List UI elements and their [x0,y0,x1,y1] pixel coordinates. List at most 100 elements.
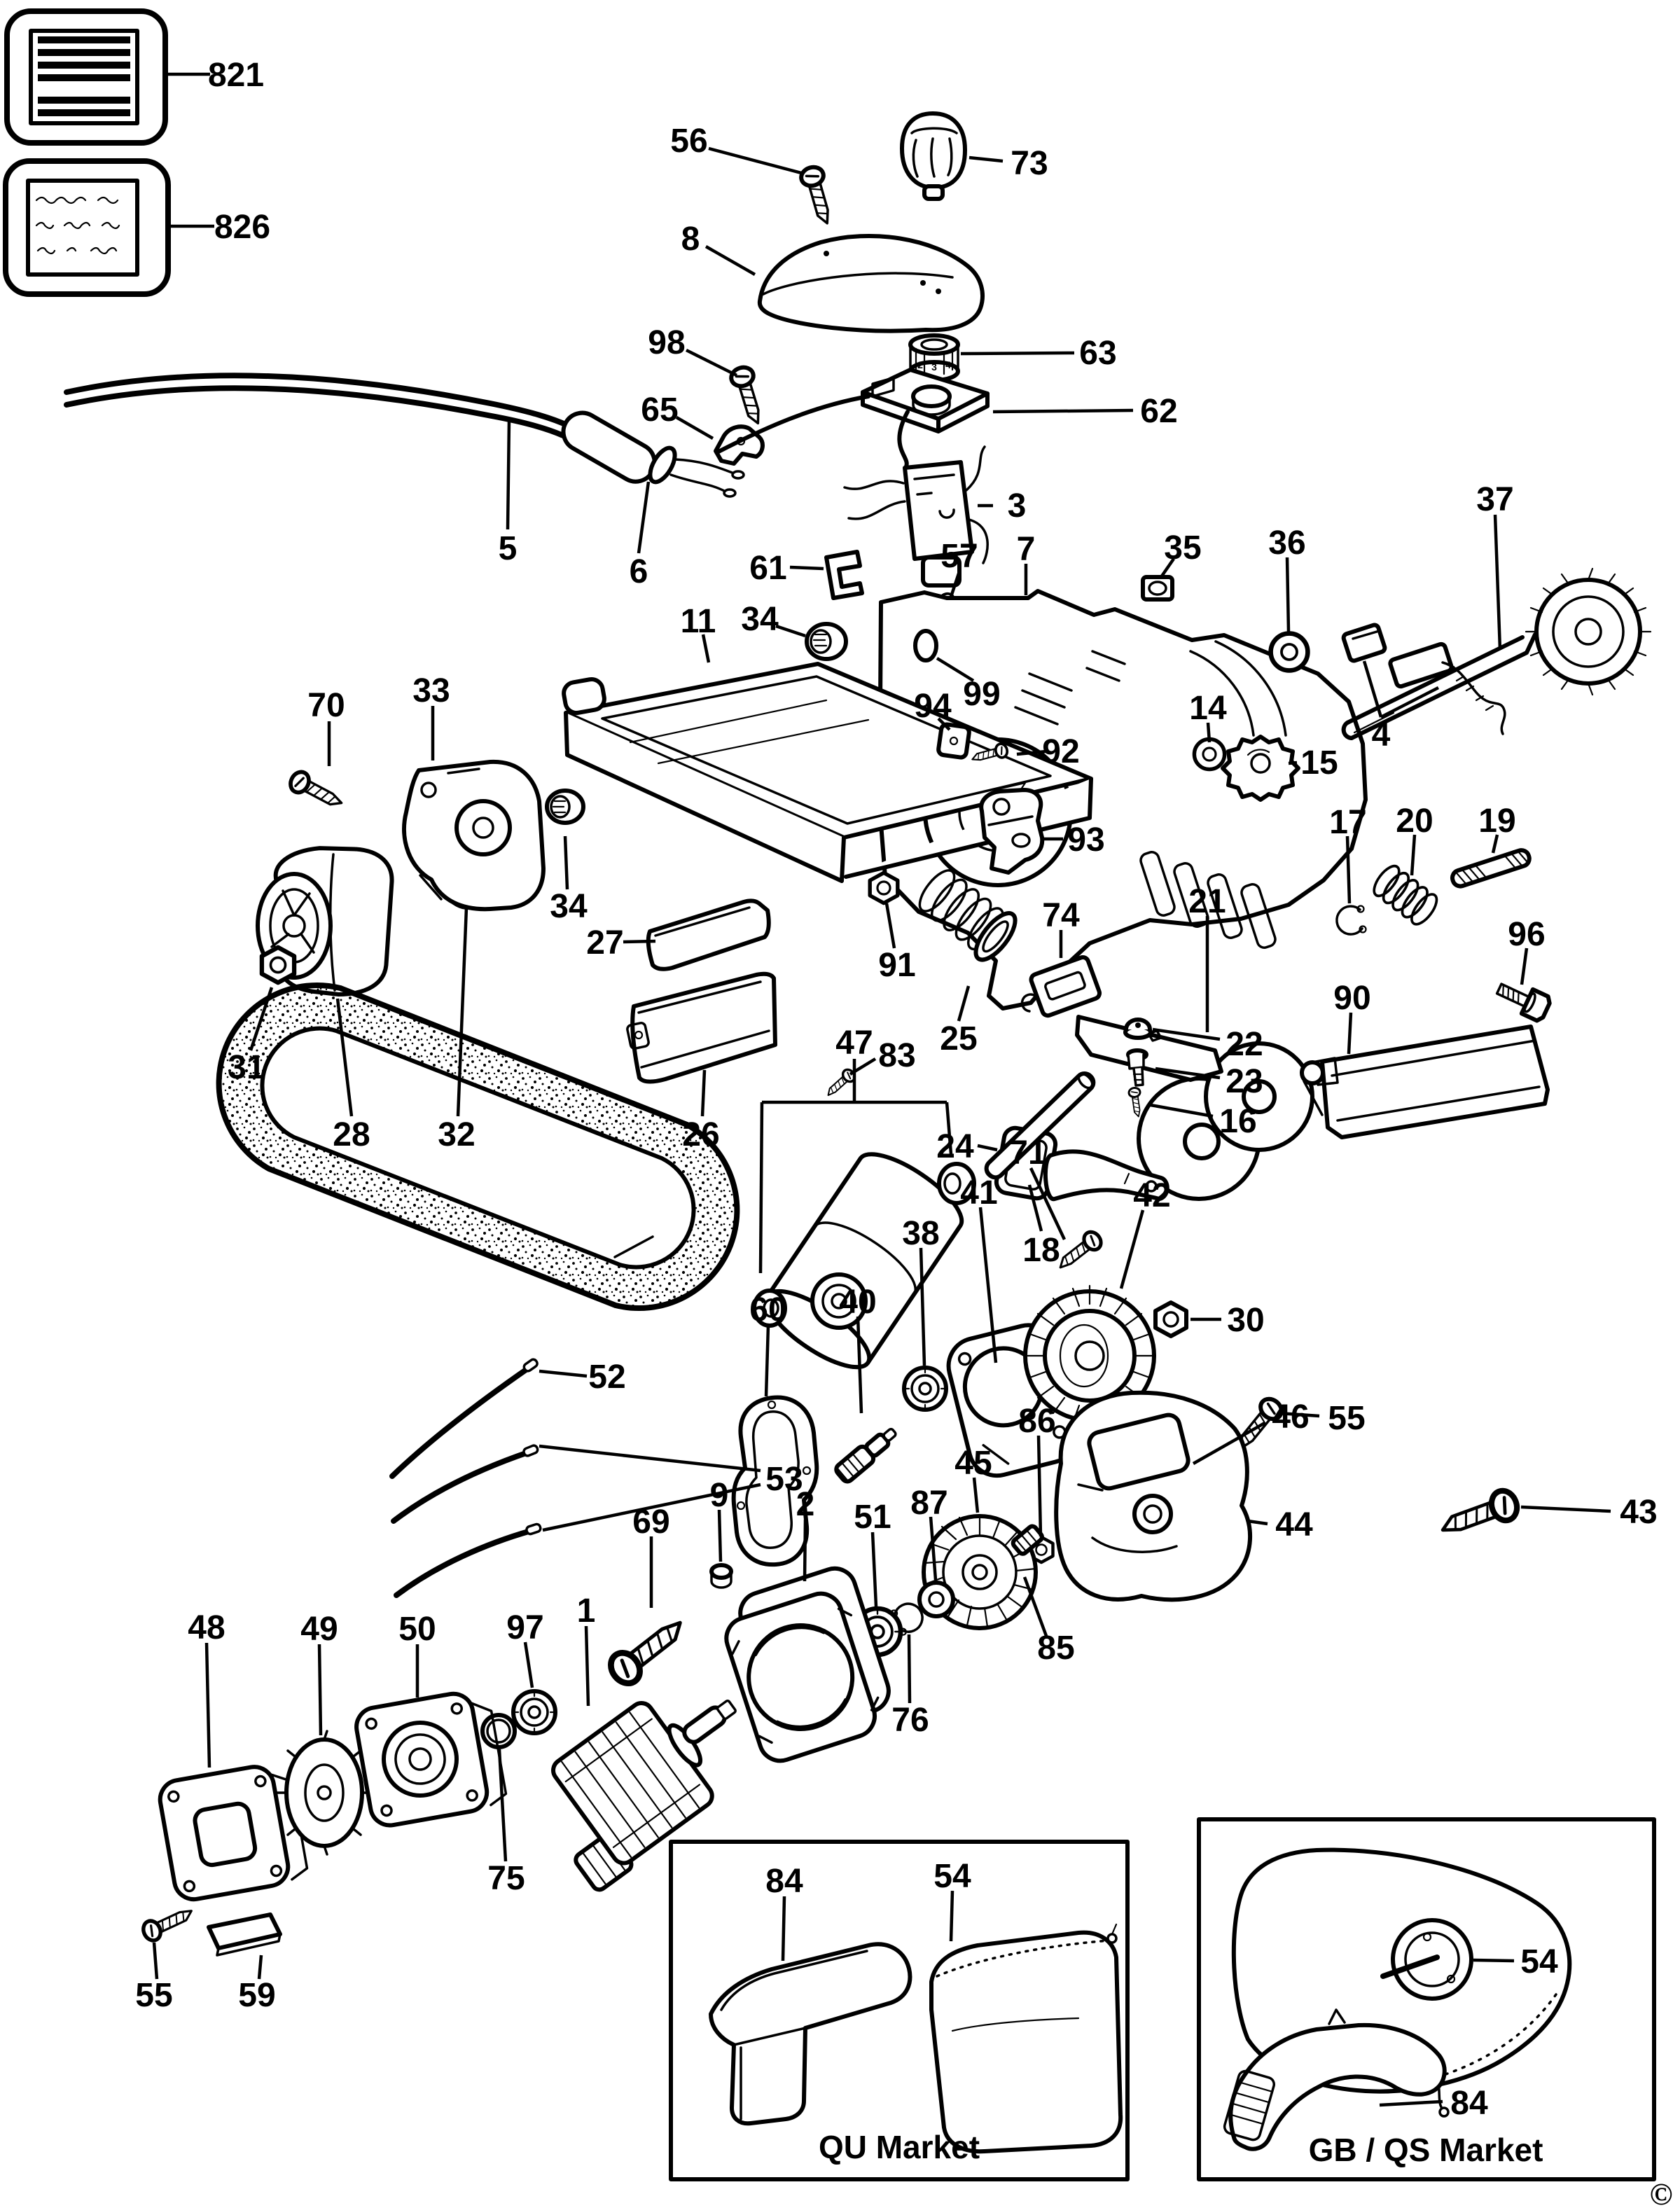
leader-line-61 [789,565,824,571]
cord-sleeve-6-art [561,410,745,498]
part-label-41: 41 [960,1174,997,1211]
part-label-90: 90 [1333,980,1370,1017]
leader-line-47 [945,1102,953,1155]
dial-number-2: 2 [917,359,923,370]
leader-line-96 [1520,947,1529,985]
bearing-38-art [904,1368,946,1410]
platen-27-art [646,898,771,971]
bolt-96-art [1495,983,1552,1023]
part-label-97: 97 [506,1609,543,1646]
leader-line-19 [1491,834,1499,854]
leader-line-73 [969,155,1004,163]
part-label-34: 34 [741,601,779,638]
part-label-59: 59 [238,1977,275,2014]
part-label-57: 57 [940,538,978,575]
leader-line-54 [949,1890,954,1942]
part-label-69: 69 [632,1504,669,1541]
power-cord-5-art [64,373,571,438]
elbow-84-gb-art [1223,2008,1447,2151]
part-label-55: 55 [1328,1400,1365,1437]
leader-line-25 [957,985,971,1022]
leader-line-53 [539,1444,761,1473]
base-frame-11-art [562,662,1093,883]
part-label-65: 65 [641,391,678,429]
part-label-44: 44 [1275,1506,1313,1543]
leader-line-22 [1152,1027,1221,1041]
part-label-43: 43 [1620,1494,1657,1531]
part-label-26: 26 [682,1116,719,1153]
part-label-56: 56 [670,123,707,160]
leader-line-46 [1192,1422,1266,1465]
part-label-8: 8 [681,221,700,258]
part-label-96: 96 [1508,916,1545,953]
part-label-50: 50 [398,1611,436,1648]
leader-line-84 [1379,2099,1443,2107]
part-label-34: 34 [550,888,588,925]
dial-number-4: 4 [945,359,951,370]
part-label-17: 17 [1329,804,1366,841]
leader-line-60 [764,1324,770,1397]
leader-line-56 [708,146,805,176]
leader-line-20 [1410,834,1417,876]
screw-56-art [799,165,837,227]
armature-1-art [551,1699,737,1892]
leader-line-92 [1016,749,1047,756]
part-label-60: 60 [749,1291,786,1328]
part-label-31: 31 [228,1049,265,1086]
copyright-symbol: © [1650,2177,1673,2208]
bearing-housing-50-art [354,1691,508,1828]
base-plate-26-art [626,971,777,1084]
leader-line-4 [1362,660,1383,718]
part-label-92: 92 [1042,733,1079,770]
leader-line-9 [717,1509,723,1562]
leader-line-6 [637,481,651,554]
part-label-25: 25 [940,1020,977,1057]
leader-line-38 [919,1247,926,1366]
bracket-33-art [402,759,546,912]
part-label-45: 45 [954,1445,992,1482]
leader-line-43 [1520,1505,1611,1513]
felt-pad-59-art [207,1912,282,1957]
part-label-46: 46 [1272,1398,1309,1436]
screw-69-art [605,1611,691,1689]
part-label-4: 4 [1372,716,1391,754]
part-label-84: 84 [1450,2085,1488,2122]
leader-line-45 [972,1477,980,1513]
spring-25-art [918,869,1018,962]
leader-line-59 [257,1954,263,1980]
leader-line-99 [936,657,975,682]
baffle-49-art [276,1730,373,1856]
part-label-70: 70 [307,687,345,724]
part-label-821: 821 [208,57,264,94]
handle-cover-8-art [757,233,985,333]
part-label-83: 83 [878,1037,915,1074]
field-stator-2-art [724,1566,891,1763]
part-label-28: 28 [333,1116,370,1153]
part-label-73: 73 [1011,145,1048,182]
pinion-40-art [834,1428,897,1484]
leader-line-55 [152,1942,159,1980]
sanding-belt-art [216,983,740,1311]
part-label-71: 71 [1009,1134,1046,1172]
part-label-87: 87 [910,1485,947,1522]
part-label-93: 93 [1067,821,1104,859]
part-label-86: 86 [1018,1403,1055,1440]
leader-line-14 [1206,722,1212,743]
dial-number-3: 3 [931,361,937,373]
speed-module-62-art [715,368,990,468]
belt-cover-44-art [1054,1390,1253,1602]
part-label-6: 6 [630,553,648,590]
leader-line-27 [623,939,656,944]
stud-19-art [1450,848,1532,889]
part-label-36: 36 [1268,525,1305,562]
part-label-20: 20 [1396,803,1433,840]
part-label-52: 52 [588,1359,625,1396]
leader-line-34 [563,835,569,890]
nut-91-art [870,873,898,903]
leader-line-16 [1150,1103,1214,1118]
part-label-98: 98 [648,324,685,361]
warning-label-826-art [3,158,171,297]
